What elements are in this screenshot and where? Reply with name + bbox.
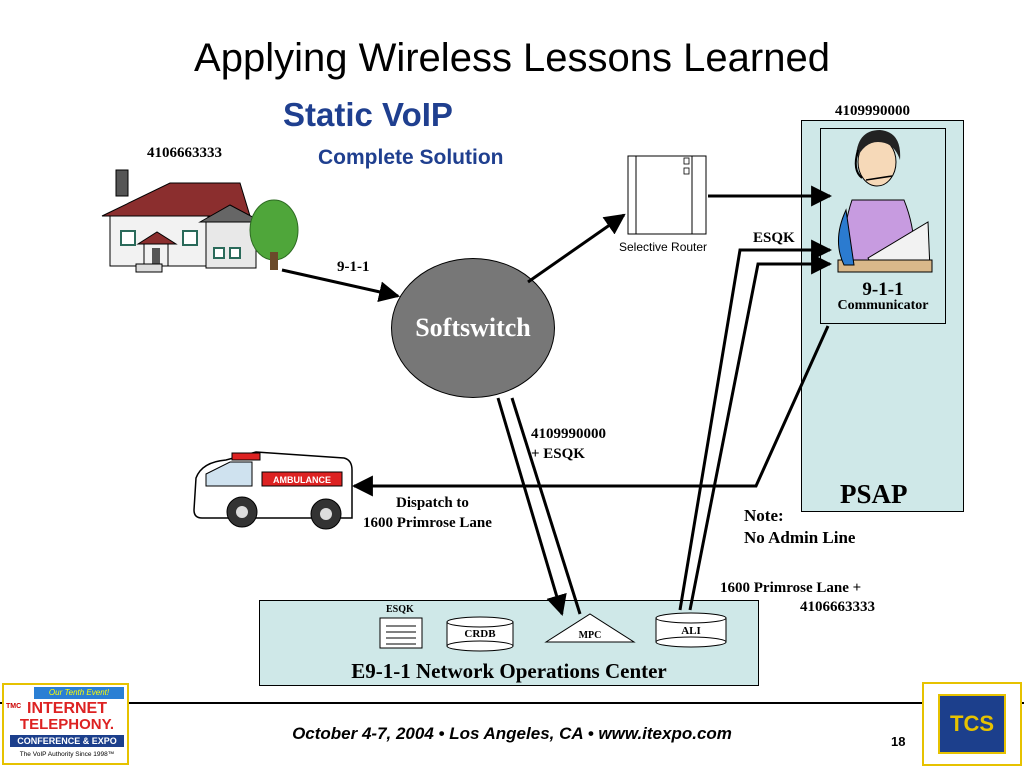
call-taker-icon (837, 130, 933, 273)
softswitch-label: Softswitch (415, 313, 531, 342)
call-label: 9-1-1 (337, 259, 370, 275)
esqk-label: ESQK (753, 230, 795, 246)
query-label-line2: + ESQK (531, 446, 585, 462)
noc-crdb-label: CRDB (464, 628, 496, 640)
ambulance-icon: AMBULANCE (193, 451, 353, 530)
home-number: 4106663333 (147, 145, 222, 161)
logo-badge: TMC (6, 703, 22, 710)
selective-router-icon (627, 155, 707, 235)
noc-ali-label: ALI (681, 625, 701, 637)
footer-divider (0, 702, 1024, 704)
logo-line5: The VoIP Authority Since 1998™ (19, 751, 115, 758)
communicator-subtitle: Communicator (837, 298, 929, 313)
slide-subtitle: Static VoIP (283, 96, 453, 133)
ambulance-text: AMBULANCE (273, 475, 331, 485)
house-icon (101, 169, 299, 273)
noc-esqk-label: ESQK (386, 604, 414, 615)
connection-arrows (281, 185, 833, 617)
selective-router-label: Selective Router (619, 240, 708, 254)
esqk-db-icon (379, 617, 423, 649)
ali-db-icon (655, 612, 727, 648)
dispatch-line1: Dispatch to (396, 495, 469, 511)
note-line2: No Admin Line (744, 528, 856, 547)
logo-line2: INTERNET (27, 700, 107, 717)
slide-title: Applying Wireless Lessons Learned (194, 36, 830, 80)
noc-mpc-label: MPC (578, 630, 602, 641)
noc-title: E9-1-1 Network Operations Center (351, 659, 667, 683)
psap-number: 4109990000 (835, 103, 910, 119)
itexpo-logo: Our Tenth Event! TMC INTERNET TELEPHONY.… (2, 683, 129, 765)
slide-subsubtitle: Complete Solution (318, 146, 504, 169)
ali-response-line1: 1600 Primrose Lane + (720, 580, 862, 596)
mpc-icon (544, 613, 636, 643)
tcs-logo: TCS (922, 682, 1022, 766)
ali-response-line2: 4106663333 (800, 599, 875, 615)
query-label-line1: 4109990000 (531, 426, 606, 442)
tcs-logo-text: TCS (950, 711, 994, 736)
note-line1: Note: (744, 506, 784, 525)
page-number: 18 (891, 734, 906, 749)
psap-label: PSAP (840, 479, 908, 509)
logo-tagline: Our Tenth Event! (34, 687, 124, 699)
footer-text: October 4-7, 2004 • Los Angeles, CA • ww… (292, 724, 732, 743)
dispatch-line2: 1600 Primrose Lane (363, 515, 492, 531)
logo-line3: TELEPHONY. (19, 716, 115, 733)
communicator-title: 9-1-1 (862, 279, 904, 300)
logo-line4: CONFERENCE & EXPO (10, 735, 124, 747)
crdb-db-icon (446, 616, 514, 652)
